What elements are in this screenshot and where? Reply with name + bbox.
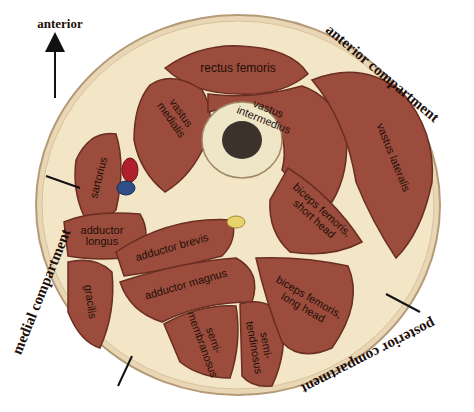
muscle-label: adductor longus	[71, 225, 133, 248]
direction-arrow	[54, 42, 56, 98]
muscle	[68, 260, 113, 348]
vein	[117, 181, 135, 195]
bone-marrow	[222, 121, 262, 159]
artery	[122, 158, 138, 182]
boundary-tick	[46, 176, 80, 188]
boundary-tick	[118, 356, 132, 386]
boundary-tick	[386, 294, 420, 312]
direction-label: anterior	[15, 17, 105, 31]
muscle	[75, 134, 121, 220]
muscle	[134, 79, 210, 192]
muscle	[270, 168, 362, 254]
muscle-label: rectus femoris	[183, 62, 293, 75]
nerve	[227, 216, 245, 228]
